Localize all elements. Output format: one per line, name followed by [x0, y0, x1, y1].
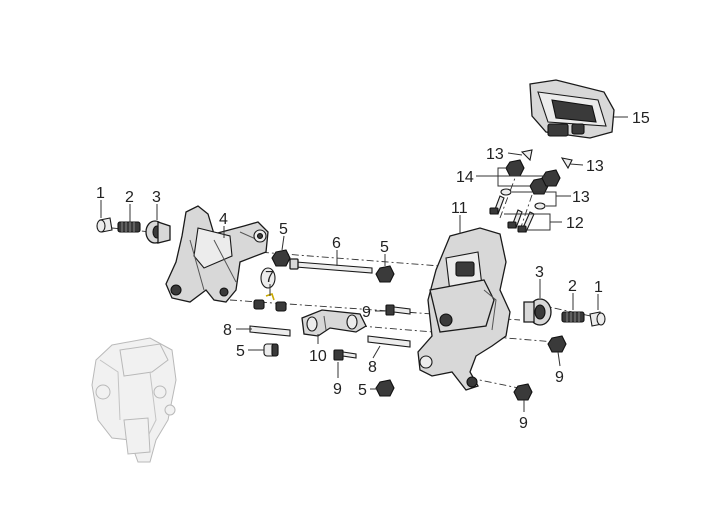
- callout-13-mid: 13: [572, 189, 590, 206]
- part-9-bolt-upper: [385, 304, 411, 316]
- callout-13-top-right: 13: [586, 158, 604, 175]
- callout-7: 7: [265, 269, 274, 286]
- callout-9-upper: 9: [362, 304, 371, 321]
- part-9-bolt-right: [547, 335, 567, 353]
- part-1-right-cap: [589, 311, 606, 327]
- part-1-left-cap: [96, 217, 113, 233]
- part-10-linkage: [301, 309, 367, 337]
- callout-5-lower-left: 5: [236, 343, 245, 360]
- callout-4: 4: [219, 211, 228, 228]
- part-5-nut-lower-mid: [375, 379, 395, 397]
- part-15-display-unit: [529, 79, 615, 139]
- part-5-nut-upper-left: [271, 249, 291, 267]
- callout-8-mid: 8: [368, 359, 377, 376]
- part-12-screw-left: [489, 195, 505, 215]
- reference-assembly-thumbnail: [91, 337, 177, 463]
- callout-11: 11: [451, 200, 468, 217]
- callout-15: 15: [632, 110, 650, 127]
- part-3-left-damper: [145, 220, 171, 244]
- part-13-washer-left: [500, 188, 512, 196]
- callout-2-right: 2: [568, 278, 577, 295]
- part-12-screw-mid: [507, 209, 523, 229]
- callout-5-lower-mid: 5: [358, 382, 367, 399]
- part-13-grommet-top-left: [520, 149, 533, 162]
- part-7-spring-clip: [253, 292, 287, 312]
- part-5-nut-upper-mid: [375, 265, 395, 283]
- leader-lines: [100, 116, 628, 412]
- part-8-pin-left: [249, 325, 291, 337]
- part-2-right-spring: [561, 311, 585, 323]
- part-2-left-spring: [117, 221, 141, 233]
- callout-13-top-left: 13: [486, 146, 504, 163]
- callout-14: 14: [456, 169, 474, 186]
- part-8-pin-mid: [367, 335, 411, 348]
- callout-9-bottom: 9: [519, 415, 528, 432]
- callout-5-upper-left: 5: [279, 221, 288, 238]
- callout-1-left: 1: [96, 185, 105, 202]
- part-9-bolt-bottom: [513, 383, 533, 401]
- part-14-nut-right: [541, 169, 561, 187]
- part-9-bolt-lower-left: [333, 349, 357, 361]
- callout-2-left: 2: [125, 189, 134, 206]
- part-5-nut-lower-left: [263, 343, 279, 357]
- callout-9-right: 9: [555, 369, 564, 386]
- callout-6: 6: [332, 235, 341, 252]
- callout-1-right: 1: [594, 279, 603, 296]
- part-4-bracket: [165, 205, 276, 303]
- callout-5-upper-mid: 5: [380, 239, 389, 256]
- callout-8-left: 8: [223, 322, 232, 339]
- callout-12: 12: [566, 215, 584, 232]
- callout-9-lower-left: 9: [333, 381, 342, 398]
- callout-labels: 1 2 3 4 5 6 5 7 8 5 10 9 8 9 5 11 3 2 1 …: [96, 110, 650, 432]
- part-6-long-bolt: [289, 258, 373, 274]
- part-13-grommet-top-right: [560, 157, 573, 170]
- callout-3-left: 3: [152, 189, 161, 206]
- part-13-washer-right: [534, 202, 546, 210]
- callout-10: 10: [309, 348, 327, 365]
- part-3-right-damper: [523, 298, 552, 326]
- callout-3-right: 3: [535, 264, 544, 281]
- part-11-main-housing: [417, 227, 511, 391]
